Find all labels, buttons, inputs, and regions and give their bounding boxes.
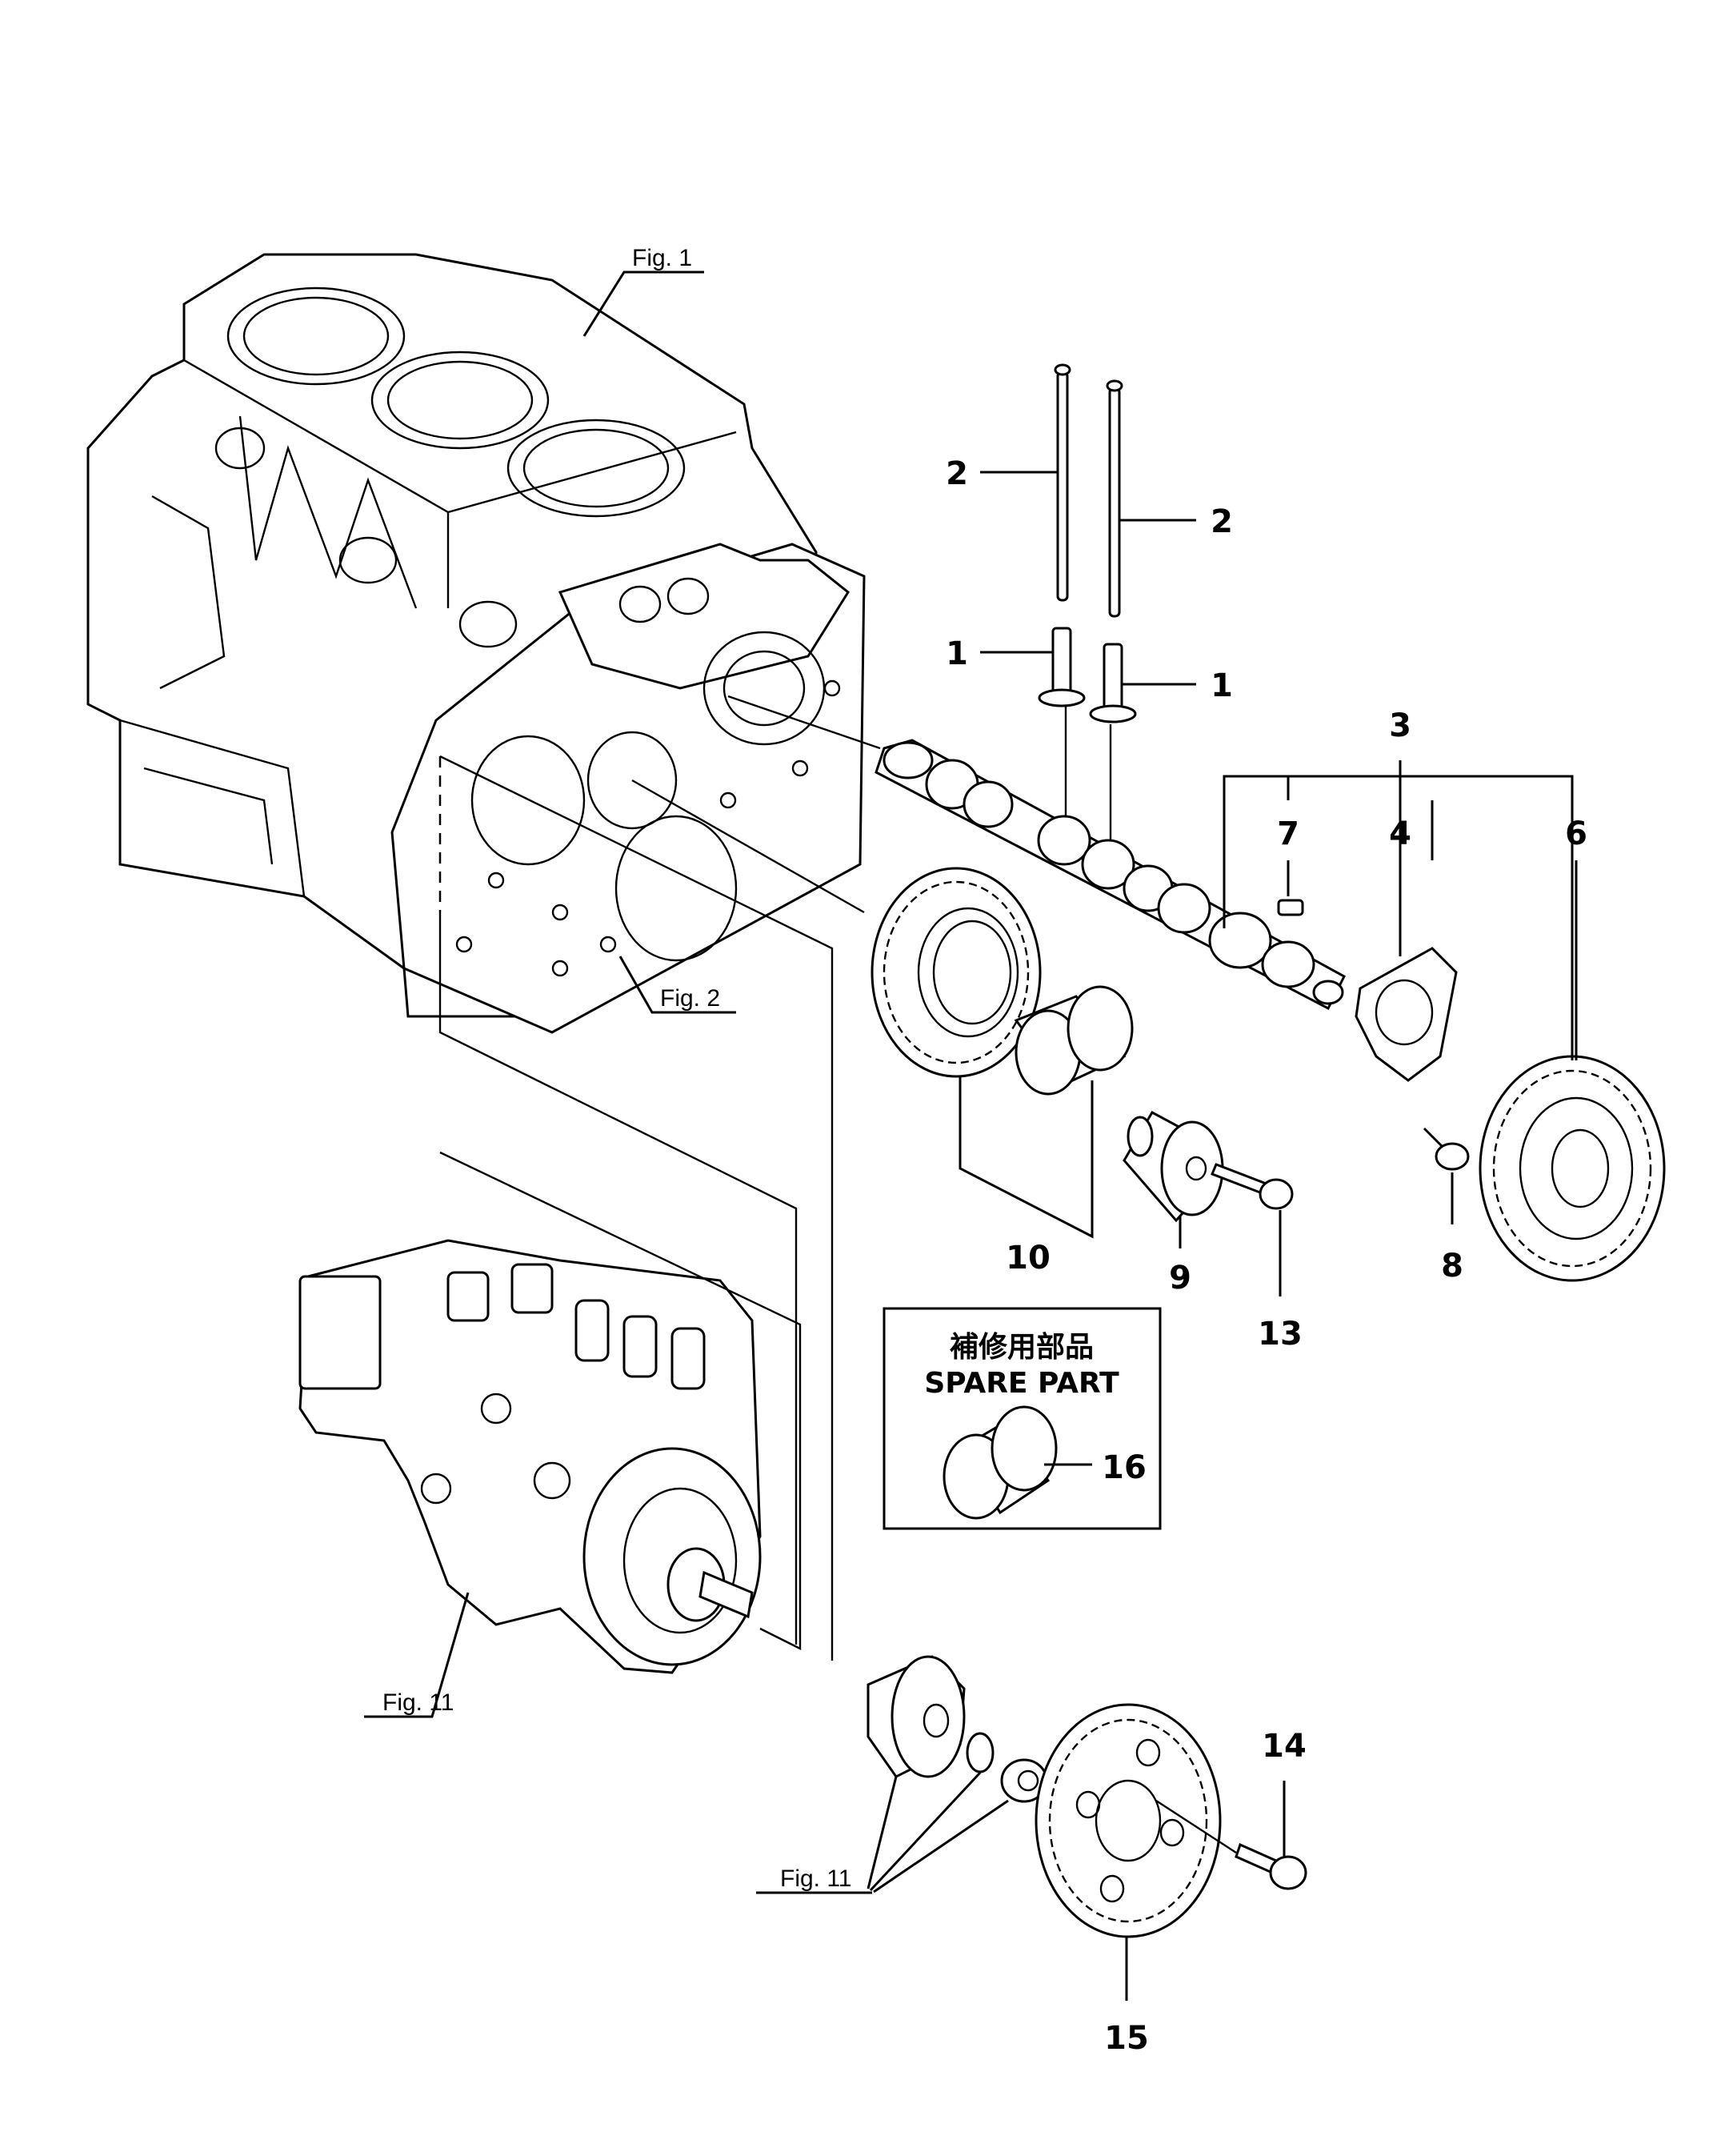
lock-washer [966, 1732, 995, 1773]
callout-8: 8 [1441, 1248, 1463, 1284]
woodruff-key [1277, 899, 1304, 916]
push-rod-left [1054, 363, 1071, 602]
callout-15: 15 [1104, 2020, 1149, 2057]
spare-bushing [943, 1405, 1058, 1520]
callout-13: 13 [1258, 1316, 1303, 1353]
callout-14: 14 [1262, 1728, 1307, 1765]
fuel-pump-drive-gear [1035, 1703, 1222, 1938]
fig11-pump-leader [364, 1592, 470, 1718]
idle-gear-centerline [631, 779, 865, 914]
callout-9: 9 [1169, 1260, 1191, 1296]
fig2-leader [618, 956, 736, 1014]
idle-gear-bushing [1014, 985, 1134, 1096]
callout-2-right: 2 [1211, 503, 1233, 540]
fig1-ref: Fig. 1 [632, 245, 692, 271]
fig11-parts-ref: Fig. 11 [780, 1865, 852, 1892]
callout-1-right: 1 [1211, 667, 1233, 704]
camshaft-gear [1479, 1055, 1666, 1282]
fig1-leader [582, 271, 704, 337]
callout-3: 3 [1389, 707, 1411, 744]
bolt-thrust-plate [1423, 1127, 1470, 1171]
callout-6: 6 [1565, 816, 1587, 852]
tappet-left [1038, 627, 1086, 707]
pump-gear-hub [867, 1655, 966, 1778]
push-rod-right [1106, 379, 1123, 618]
callout-2-left: 2 [946, 455, 968, 492]
fig2-ref: Fig. 2 [660, 985, 720, 1012]
callout-1-left: 1 [946, 635, 968, 672]
callout-4: 4 [1389, 816, 1411, 852]
spare-part-title-en: SPARE PART [924, 1367, 1119, 1400]
fig11-pump-ref: Fig. 11 [382, 1689, 454, 1716]
callout-16: 16 [1102, 1449, 1147, 1486]
pump-gear-centerline [439, 755, 834, 1661]
idle-gear-shaft [1123, 1110, 1224, 1223]
camshaft-centerline [727, 695, 881, 750]
bolt-pump-gear [1235, 1842, 1307, 1890]
thrust-plate [1355, 947, 1458, 1082]
spare-part-title-jp: 補修用部品 [950, 1331, 1094, 1364]
spare-part-box: 補修用部品 SPARE PART [883, 1307, 1162, 1530]
idle-gear [871, 867, 1042, 1078]
callout-7: 7 [1277, 816, 1299, 852]
callout-10: 10 [1006, 1240, 1051, 1276]
bolt-idle-shaft [1211, 1163, 1294, 1210]
fuel-injection-pump [298, 1239, 762, 1674]
pump-shaft-centerline [438, 912, 798, 1645]
tappet-right [1089, 643, 1137, 723]
gear-case-plate [390, 543, 866, 1034]
